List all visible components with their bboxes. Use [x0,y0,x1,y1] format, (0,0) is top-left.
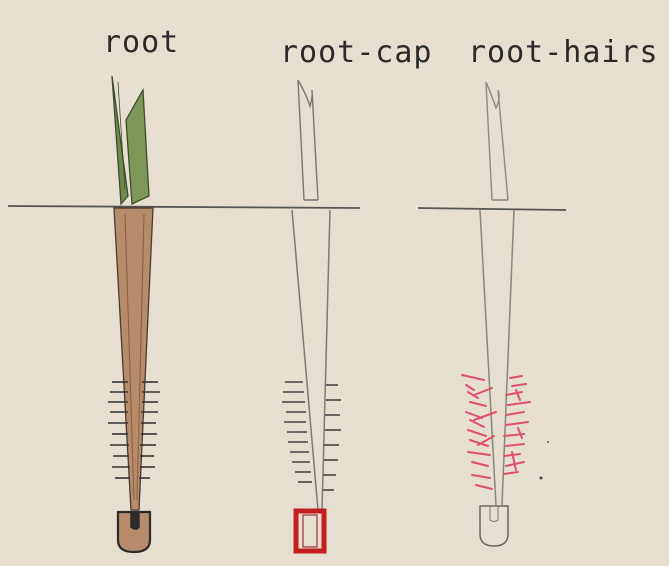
label-root-cap: root-cap [280,35,433,70]
label-root: root [103,25,179,60]
label-root-hairs: root-hairs [468,35,659,70]
